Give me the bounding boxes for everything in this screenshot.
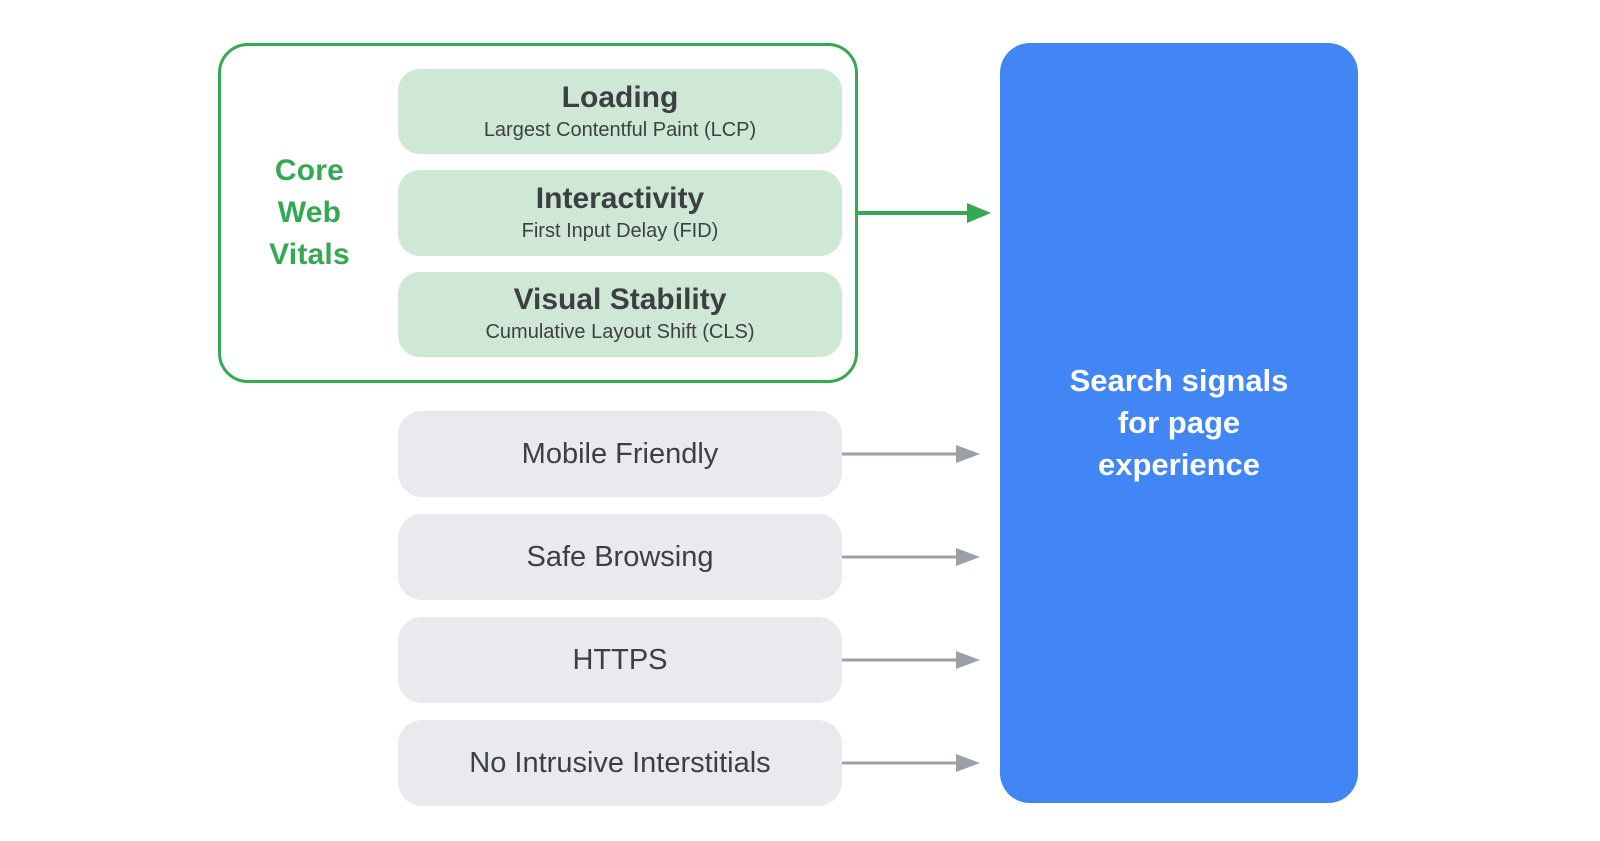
vital-title: Loading <box>561 80 679 114</box>
vital-box-visual-stability: Visual Stability Cumulative Layout Shift… <box>398 271 842 357</box>
gray-arrow-icon <box>842 548 980 566</box>
vital-box-loading: Loading Largest Contentful Paint (LCP) <box>398 69 842 155</box>
vital-subtitle: First Input Delay (FID) <box>521 219 719 242</box>
core-web-vitals-label-column: Core Web Vitals <box>221 46 398 380</box>
gray-arrow-icon <box>842 754 980 772</box>
gray-arrow-icon <box>842 651 980 669</box>
search-signals-label: Search signals for page experience <box>1069 363 1289 482</box>
vital-subtitle: Largest Contentful Paint (LCP) <box>483 118 757 141</box>
green-arrow-icon <box>857 203 991 223</box>
signal-box-no-intrusive-interstitials: No Intrusive Interstitials <box>398 720 842 806</box>
vital-box-interactivity: Interactivity First Input Delay (FID) <box>398 170 842 256</box>
search-signals-box: Search signals for page experience <box>1000 43 1358 803</box>
core-web-vitals-group: Core Web Vitals Loading Largest Contentf… <box>218 43 858 383</box>
vital-subtitle: Cumulative Layout Shift (CLS) <box>485 321 755 344</box>
core-web-vitals-label: Core Web Vitals <box>269 154 350 271</box>
signal-box-https: HTTPS <box>398 617 842 703</box>
signal-box-mobile-friendly: Mobile Friendly <box>398 411 842 497</box>
gray-arrow-icon <box>842 445 980 463</box>
signal-box-safe-browsing: Safe Browsing <box>398 514 842 600</box>
core-web-vitals-boxes: Loading Largest Contentful Paint (LCP) I… <box>398 46 855 380</box>
vital-title: Interactivity <box>535 181 705 215</box>
vital-title: Visual Stability <box>513 283 727 317</box>
